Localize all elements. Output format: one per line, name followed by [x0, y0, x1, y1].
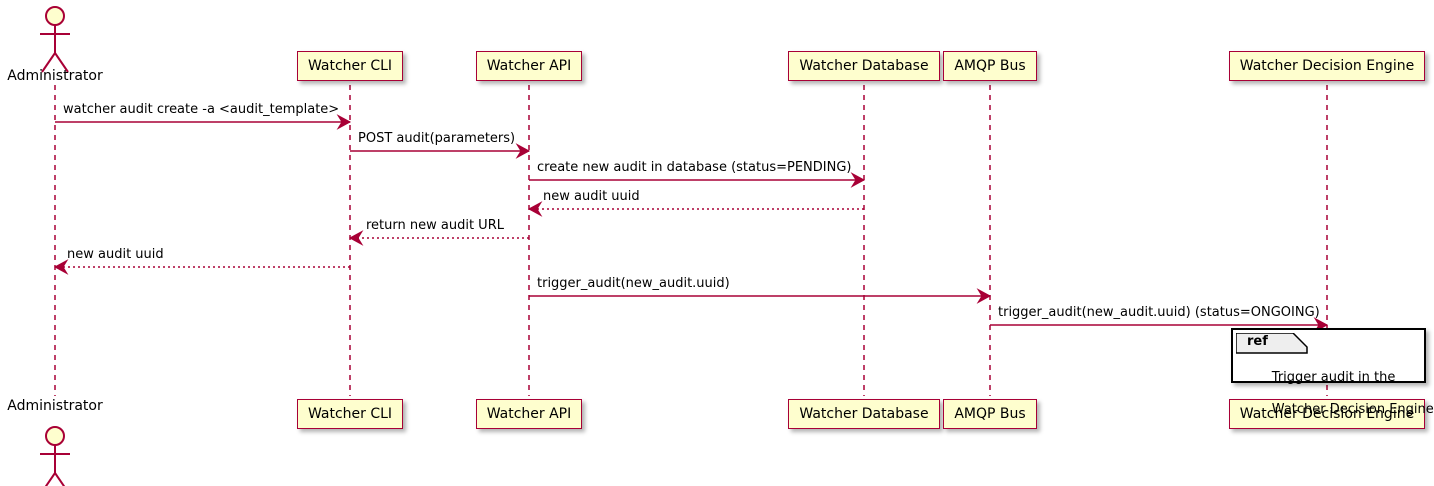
- message-label-6: new audit uuid: [67, 247, 164, 262]
- message-label-4: new audit uuid: [543, 189, 640, 204]
- ref-tab-label: ref: [1247, 334, 1268, 349]
- message-arrowhead-6: [53, 259, 69, 275]
- ref-tab-shape: [1236, 333, 1308, 354]
- participant-box-amqp-bus-top: AMQP Bus: [943, 51, 1037, 81]
- ref-body-text: Trigger audit in the Watcher Decision En…: [1247, 354, 1434, 434]
- message-7: [529, 288, 992, 304]
- message-label-2: POST audit(parameters): [358, 131, 516, 146]
- message-arrowhead-1: [336, 114, 352, 130]
- participant-label: Watcher Database: [799, 58, 929, 74]
- message-arrowhead-7: [976, 288, 992, 304]
- ref-fragment: ref Trigger audit in the Watcher Decisio…: [1231, 328, 1434, 417]
- message-4: [527, 201, 864, 217]
- participant-box-watcher-decision-engine-top: Watcher Decision Engine: [1228, 51, 1426, 81]
- message-label-8: trigger_audit(new_audit.uuid) (status=ON…: [998, 305, 1320, 320]
- participant-box-watcher-database-top: Watcher Database: [788, 51, 940, 81]
- message-1: [55, 114, 352, 130]
- participant-label: Watcher CLI: [307, 58, 393, 74]
- message-arrowhead-5: [348, 230, 364, 246]
- message-6: [53, 259, 350, 275]
- message-arrowhead-4: [527, 201, 543, 217]
- participant-label: Watcher API: [486, 58, 572, 74]
- participant-label: AMQP Bus: [954, 406, 1026, 422]
- participant-box-watcher-api-bottom: Watcher API: [475, 399, 583, 429]
- participant-box-watcher-api-top: Watcher API: [475, 51, 583, 81]
- participant-label: Watcher Decision Engine: [1239, 406, 1415, 422]
- message-label-1: watcher audit create -a <audit_template>: [63, 102, 340, 117]
- actor-head-icon: [45, 6, 65, 26]
- participant-box-watcher-decision-engine-bottom: Watcher Decision Engine: [1228, 399, 1426, 429]
- ref-body-line-1: Trigger audit in the: [1271, 370, 1396, 385]
- actor-label-administrator-top: Administrator: [7, 68, 103, 84]
- message-2: [350, 143, 531, 159]
- participant-label: Watcher API: [486, 406, 572, 422]
- actor-head-icon: [45, 426, 65, 446]
- message-arrowhead-3: [850, 172, 866, 188]
- message-3: [529, 172, 866, 188]
- participant-label: AMQP Bus: [954, 58, 1026, 74]
- participant-box-watcher-cli-bottom: Watcher CLI: [296, 399, 404, 429]
- message-label-3: create new audit in database (status=PEN…: [537, 160, 852, 175]
- actor-leg-left-icon: [41, 52, 56, 73]
- participant-box-watcher-database-bottom: Watcher Database: [788, 399, 940, 429]
- participant-box-amqp-bus-bottom: AMQP Bus: [943, 399, 1037, 429]
- participant-box-watcher-cli-top: Watcher CLI: [296, 51, 404, 81]
- participant-label: Watcher Database: [799, 406, 929, 422]
- actor-figure-administrator-bottom: [40, 426, 70, 486]
- message-arrowhead-2: [515, 143, 531, 159]
- actor-leg-right-icon: [54, 52, 69, 73]
- actor-label-administrator-bottom: Administrator: [7, 398, 103, 414]
- message-label-5: return new audit URL: [366, 218, 504, 233]
- actor-leg-left-icon: [44, 472, 56, 486]
- actor-figure-administrator-top: [40, 6, 70, 73]
- actor-leg-right-icon: [54, 472, 66, 486]
- participant-label: Watcher Decision Engine: [1239, 58, 1415, 74]
- participant-label: Watcher CLI: [307, 406, 393, 422]
- ref-body-line-2: Watcher Decision Engine: [1271, 402, 1434, 417]
- message-5: [348, 230, 529, 246]
- message-label-7: trigger_audit(new_audit.uuid): [537, 276, 730, 291]
